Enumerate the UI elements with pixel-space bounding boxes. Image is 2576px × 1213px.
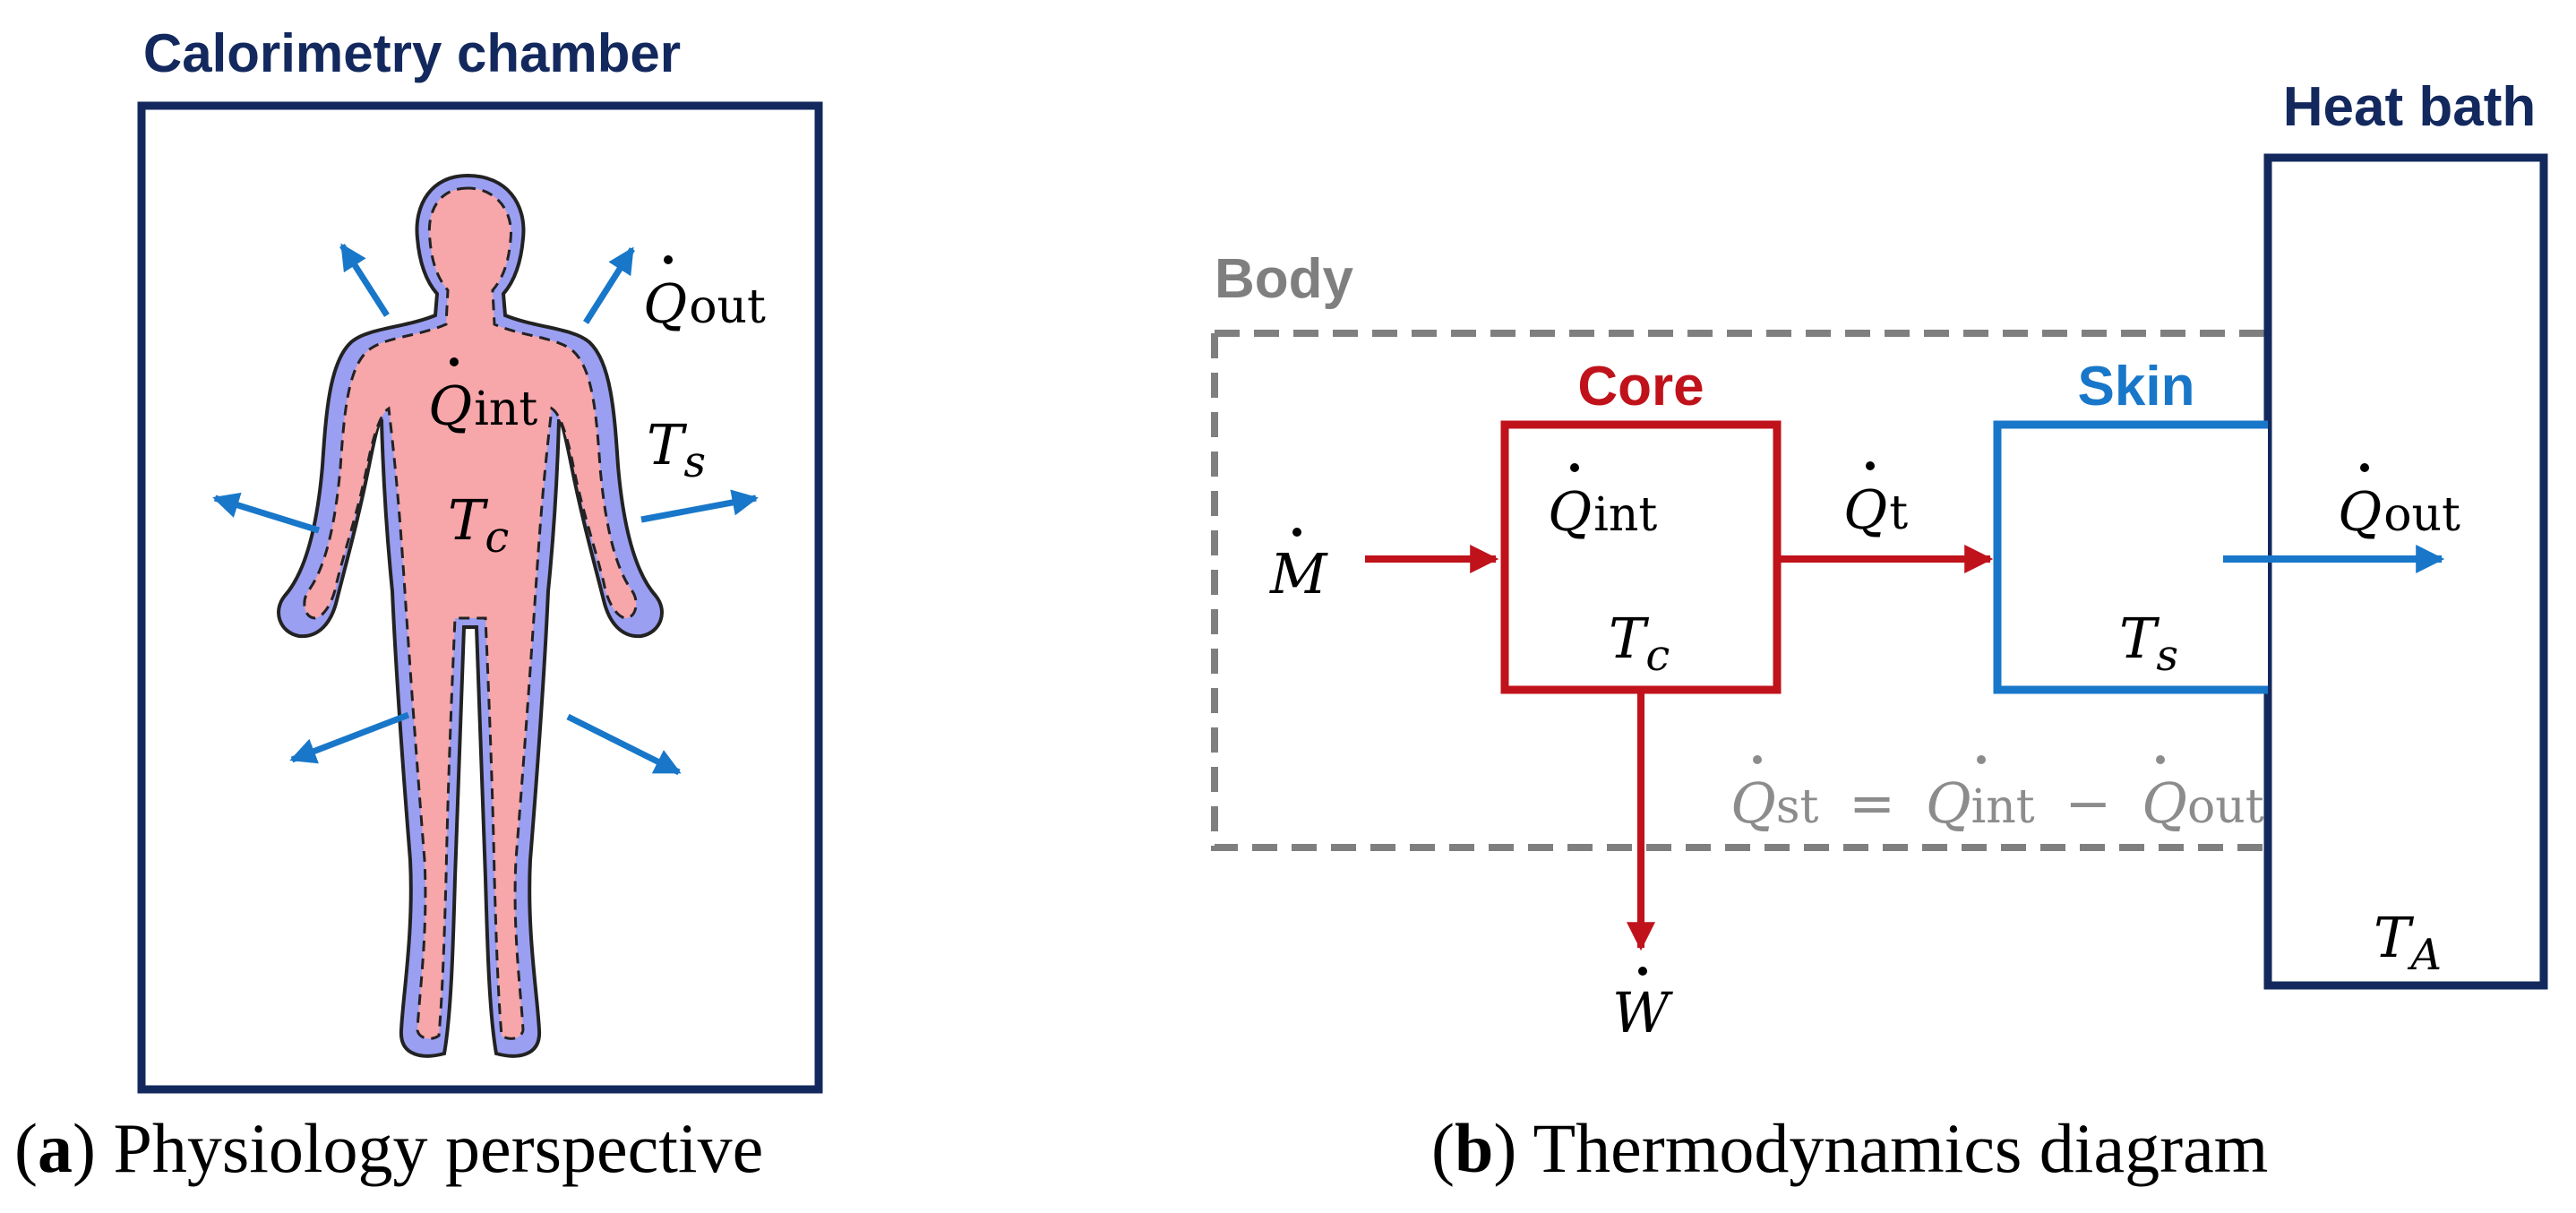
heat-arrow-upper-left <box>339 243 390 317</box>
label-q-int-a: Qint <box>428 357 537 438</box>
heat-flow-arrows <box>212 243 759 776</box>
dot-marker <box>1570 463 1579 472</box>
svg-text:Qint: Qint <box>428 375 537 438</box>
dot-marker <box>1977 755 1986 764</box>
label-m-dot: M <box>1269 528 1328 606</box>
svg-text:Qst = Qint: Qst = Qint − Qout <box>1730 770 2264 836</box>
heat-arrow-lower-left <box>289 711 410 764</box>
heat-arrow-mid-left <box>212 492 321 534</box>
dot-marker <box>450 357 459 366</box>
caption-b: (b) Thermodynamics diagram <box>1431 1109 2268 1187</box>
svg-text:Qout: Qout <box>2338 481 2460 544</box>
label-w-dot: W <box>1612 967 1673 1045</box>
heat-arrow-lower-right <box>566 713 682 776</box>
storage-equation: Qst = Qint − Qout <box>1730 755 2264 836</box>
label-t-c-a: Tc <box>448 487 509 563</box>
svg-text:W: W <box>1612 980 1673 1045</box>
label-t-s-a: Ts <box>647 412 706 487</box>
human-body-figure <box>277 173 664 1058</box>
core-box <box>1500 420 1782 694</box>
svg-text:Tc: Tc <box>448 487 509 563</box>
dot-marker <box>2156 755 2165 764</box>
label-q-t: Qt <box>1843 461 1908 542</box>
dot-marker <box>1292 528 1301 537</box>
svg-text:Qout: Qout <box>643 273 766 336</box>
body-boundary <box>1211 330 2270 851</box>
label-q-out-b: Qout <box>2338 463 2460 544</box>
label-t-a: TA <box>2374 905 2442 980</box>
caption-a: (a) Physiology perspective <box>14 1109 763 1187</box>
dot-marker <box>1638 967 1647 976</box>
dot-marker <box>1753 755 1762 764</box>
svg-text:Qint: Qint <box>1548 481 1657 544</box>
panel-a: Calorimetry chamber Qout Qint <box>14 23 823 1187</box>
core-title: Core <box>1577 356 1704 417</box>
label-q-out-a: Qout <box>643 255 766 336</box>
heat-bath-box <box>2263 153 2548 990</box>
label-t-s-b: Ts <box>2119 606 2178 681</box>
chamber-title: Calorimetry chamber <box>143 23 681 83</box>
core-region <box>303 186 638 1040</box>
heat-bath-title: Heat bath <box>2283 76 2536 138</box>
svg-text:Qt: Qt <box>1843 479 1908 542</box>
heat-arrow-upper-right <box>583 246 635 324</box>
dot-marker <box>664 255 673 264</box>
panel-b: Body Heat bath Core Skin M W Qint <box>1211 76 2548 1187</box>
svg-text:Ts: Ts <box>2119 606 2178 681</box>
dot-marker <box>2360 463 2369 472</box>
heat-arrow-mid-right <box>640 489 759 523</box>
body-title: Body <box>1215 248 1354 310</box>
svg-text:Tc: Tc <box>1609 606 1670 681</box>
dot-marker <box>1866 461 1875 470</box>
label-t-c-b: Tc <box>1609 606 1670 681</box>
svg-text:TA: TA <box>2374 905 2442 980</box>
svg-text:M: M <box>1269 541 1328 606</box>
skin-box <box>1993 420 2268 694</box>
label-q-int-b: Qint <box>1548 463 1657 544</box>
svg-text:Ts: Ts <box>647 412 706 487</box>
skin-title: Skin <box>2078 356 2195 417</box>
